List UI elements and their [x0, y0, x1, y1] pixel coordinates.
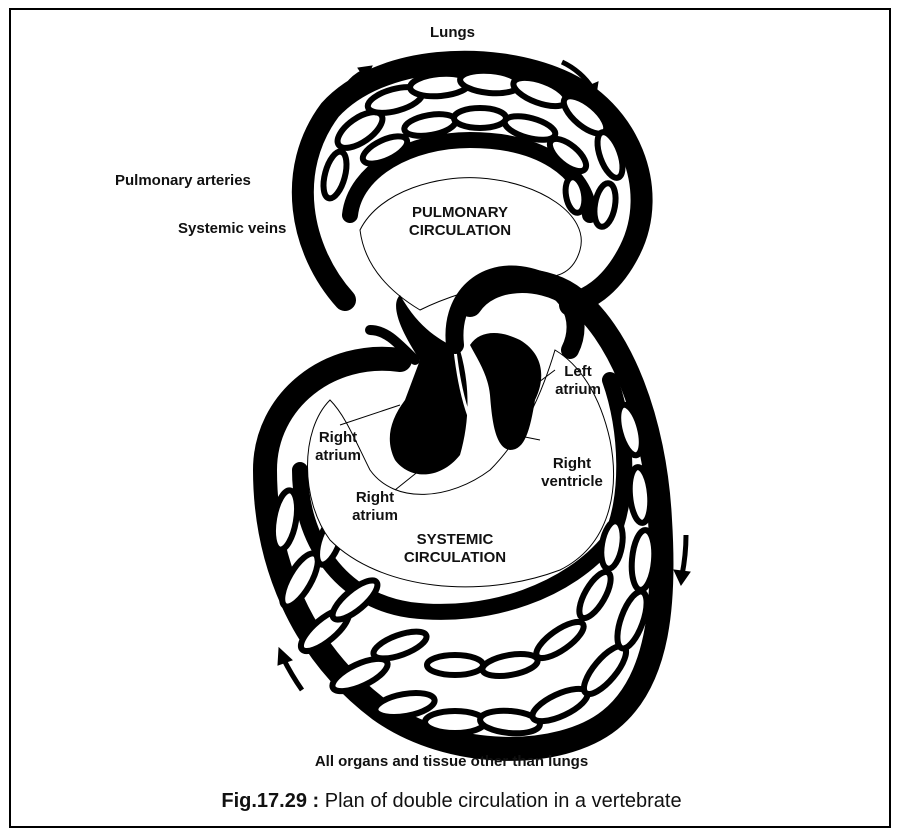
arrow-left-up — [283, 658, 302, 690]
arrow-right-down-head — [674, 570, 690, 585]
label-systemic-veins: Systemic veins — [178, 220, 286, 238]
pulmonary-loop — [303, 62, 642, 310]
systemic-loop — [265, 281, 662, 749]
label-right-atrium-upper-line1: Right — [308, 429, 368, 447]
label-right-atrium-lower-line2: atrium — [345, 507, 405, 525]
label-systemic-circulation: SYSTEMIC CIRCULATION — [390, 531, 520, 567]
label-right-atrium-lower-line1: Right — [345, 489, 405, 507]
label-systemic-circulation-line1: SYSTEMIC — [390, 531, 520, 549]
label-left-atrium: Left atrium — [553, 363, 603, 399]
label-right-ventricle-line2: ventricle — [536, 473, 608, 491]
label-pulmonary-circulation-line2: CIRCULATION — [395, 222, 525, 240]
label-pulmonary-circulation-line1: PULMONARY — [395, 204, 525, 222]
label-right-atrium-upper: Right atrium — [308, 429, 368, 465]
label-left-atrium-line1: Left — [553, 363, 603, 381]
label-left-atrium-line2: atrium — [553, 381, 603, 399]
caption-number: Fig.17.29 : — [221, 790, 319, 812]
label-organs: All organs and tissue other than lungs — [0, 753, 903, 771]
label-pulmonary-circulation: PULMONARY CIRCULATION — [395, 204, 525, 240]
caption-text: Plan of double circulation in a vertebra… — [319, 790, 681, 812]
label-right-ventricle: Right ventricle — [536, 455, 608, 491]
arrow-left-up-head — [278, 648, 292, 665]
label-pulmonary-arteries: Pulmonary arteries — [115, 172, 251, 190]
figure-caption: Fig.17.29 : Plan of double circulation i… — [0, 790, 903, 813]
arrow-right-down — [682, 535, 686, 575]
label-systemic-circulation-line2: CIRCULATION — [390, 549, 520, 567]
label-lungs: Lungs — [430, 24, 475, 42]
label-right-atrium-upper-line2: atrium — [308, 447, 368, 465]
label-right-ventricle-line1: Right — [536, 455, 608, 473]
label-right-atrium-lower: Right atrium — [345, 489, 405, 525]
